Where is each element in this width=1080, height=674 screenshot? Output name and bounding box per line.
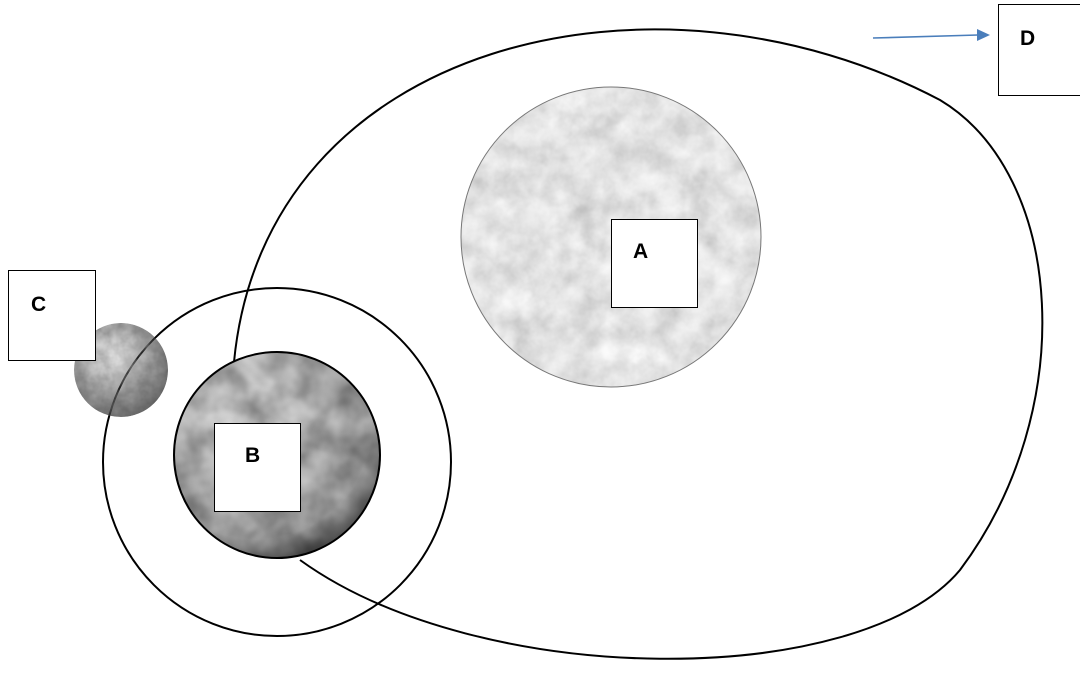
label-box-a: A (611, 219, 698, 308)
label-c: C (31, 293, 46, 317)
arrow-to-d (873, 29, 990, 41)
label-box-c: C (8, 270, 96, 361)
label-d: D (1020, 27, 1035, 51)
label-box-d: D (998, 4, 1080, 96)
label-a: A (633, 240, 648, 264)
label-box-b: B (214, 423, 301, 512)
label-b: B (245, 444, 260, 468)
